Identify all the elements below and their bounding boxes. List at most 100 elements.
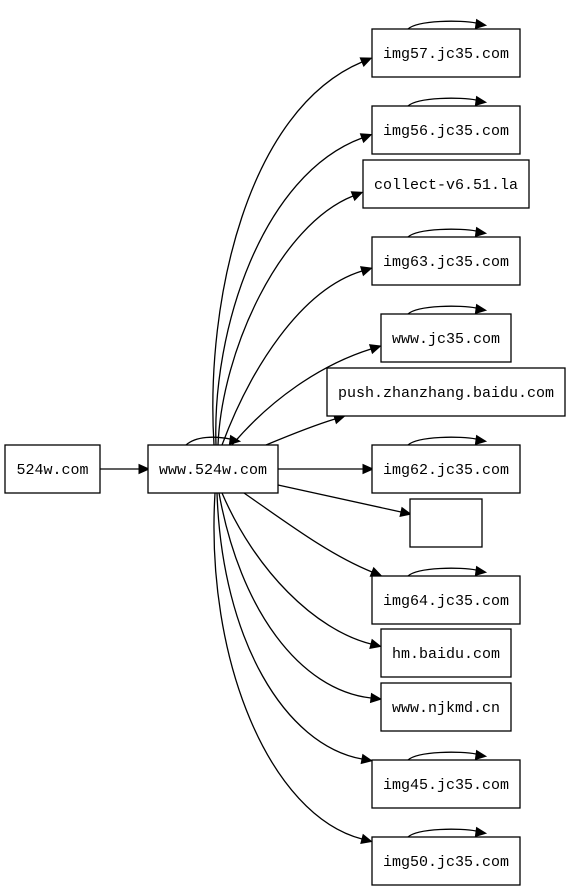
node-524w: 524w.com: [4, 444, 101, 494]
node-box: [147, 444, 279, 494]
node-box: [371, 759, 521, 809]
node-label: www.jc35.com: [392, 331, 500, 348]
arrowhead: [474, 826, 488, 838]
edge-20: [407, 565, 488, 577]
edge-18: [407, 303, 488, 315]
edge-8: [278, 463, 375, 475]
node-img45: img45.jc35.com: [371, 759, 521, 809]
edge-0: [100, 463, 151, 475]
edge-line: [407, 228, 477, 238]
node-img57: img57.jc35.com: [371, 28, 521, 78]
edge-line: [407, 751, 477, 761]
arrowhead: [474, 565, 488, 577]
edge-line: [243, 492, 373, 573]
edge-17: [407, 226, 488, 238]
arrowhead: [138, 463, 151, 475]
arrowhead: [360, 833, 373, 844]
edge-line: [185, 436, 231, 446]
edge-1: [185, 434, 242, 446]
node-box: [362, 159, 530, 209]
node-label: img57.jc35.com: [383, 46, 509, 63]
node-label: img63.jc35.com: [383, 254, 509, 271]
edge-10: [243, 492, 383, 577]
node-label: img50.jc35.com: [383, 854, 509, 871]
node-wwwjc35: www.jc35.com: [380, 313, 512, 363]
node-label: collect-v6.51.la: [374, 177, 518, 194]
arrowhead: [474, 749, 488, 761]
node-label: hm.baidu.com: [392, 646, 500, 663]
edge-19: [407, 434, 488, 446]
edge-11: [221, 492, 382, 649]
node-label: img45.jc35.com: [383, 777, 509, 794]
edge-line: [221, 492, 372, 645]
edge-9: [277, 484, 412, 518]
arrowhead: [228, 434, 242, 446]
node-box: [380, 313, 512, 363]
node-www524w: www.524w.com: [147, 444, 279, 494]
arrowhead: [359, 133, 373, 144]
node-box: [371, 28, 521, 78]
edge-15: [407, 18, 488, 30]
edge-line: [407, 97, 477, 107]
node-box: [371, 575, 521, 625]
edge-line: [218, 492, 372, 699]
edge-line: [217, 195, 354, 446]
node-label: img62.jc35.com: [383, 462, 509, 479]
edge-line: [277, 484, 402, 513]
arrowhead: [474, 434, 488, 446]
node-label: img64.jc35.com: [383, 593, 509, 610]
node-blank: [409, 498, 483, 548]
arrowhead: [369, 692, 383, 704]
node-njkmd: www.njkmd.cn: [380, 682, 512, 732]
node-img62: img62.jc35.com: [371, 444, 521, 494]
arrowhead: [474, 95, 488, 107]
edge-22: [407, 826, 488, 838]
edge-line: [407, 436, 477, 446]
node-img63: img63.jc35.com: [371, 236, 521, 286]
arrowhead: [368, 344, 382, 355]
node-label: push.zhanzhang.baidu.com: [338, 385, 554, 402]
node-box: [371, 444, 521, 494]
edge-line: [213, 492, 363, 840]
edge-line: [212, 61, 363, 446]
node-collect: collect-v6.51.la: [362, 159, 530, 209]
arrowhead: [399, 506, 412, 518]
node-hm: hm.baidu.com: [380, 628, 512, 678]
node-box: [371, 236, 521, 286]
arrowhead: [474, 226, 488, 238]
edge-line: [407, 567, 477, 577]
node-box: [4, 444, 101, 494]
node-box: [380, 682, 512, 732]
edge-line: [407, 305, 477, 315]
edge-line: [407, 20, 477, 30]
node-label: 524w.com: [16, 462, 88, 479]
node-box: [371, 105, 521, 155]
arrowhead: [360, 753, 374, 765]
node-img50: img50.jc35.com: [371, 836, 521, 886]
node-box: [371, 836, 521, 886]
node-push: push.zhanzhang.baidu.com: [326, 367, 566, 417]
arrowhead: [369, 638, 382, 649]
arrowhead: [350, 191, 364, 202]
node-label: www.njkmd.cn: [392, 700, 500, 717]
edge-12: [218, 492, 383, 704]
edge-21: [407, 749, 488, 761]
edge-line: [221, 270, 363, 446]
node-box: [409, 498, 483, 548]
arrowhead: [474, 18, 488, 30]
node-img64: img64.jc35.com: [371, 575, 521, 625]
edge-line: [231, 348, 372, 446]
graph-nodes: 524w.com www.524w.com img57.jc35.com img56.…: [4, 28, 566, 886]
node-box: [326, 367, 566, 417]
edge-16: [407, 95, 488, 107]
edge-4: [217, 191, 364, 446]
node-label: www.524w.com: [159, 462, 267, 479]
edge-6: [231, 344, 382, 446]
arrowhead: [369, 566, 383, 577]
edge-line: [215, 137, 363, 446]
node-img56: img56.jc35.com: [371, 105, 521, 155]
arrowhead: [362, 463, 375, 475]
edge-line: [407, 828, 477, 838]
edge-2: [212, 57, 373, 446]
node-box: [380, 628, 512, 678]
